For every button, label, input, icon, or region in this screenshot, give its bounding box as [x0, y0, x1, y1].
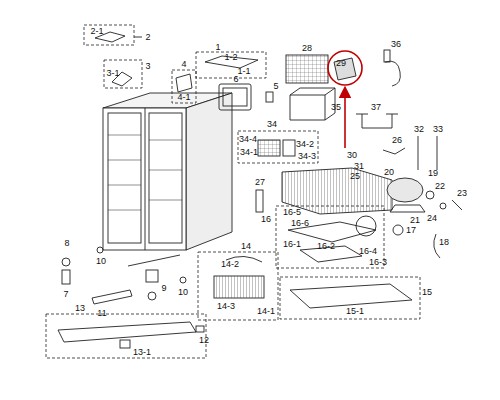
- callout-number: 14-2: [220, 259, 240, 269]
- callout-number: 27: [254, 177, 266, 187]
- callout-number: 23: [456, 188, 468, 198]
- callout-number: 10: [177, 287, 189, 297]
- callout-number: 34-1: [239, 147, 259, 157]
- callout-number: 4: [180, 59, 187, 69]
- callout-number: 10: [95, 256, 107, 266]
- callout-number: 28: [301, 43, 313, 53]
- callout-number: 14-3: [216, 301, 236, 311]
- callout-number: 34-2: [295, 139, 315, 149]
- callout-number: 16-5: [282, 207, 302, 217]
- callout-number: 2-1: [89, 26, 104, 36]
- callout-number: 34: [266, 119, 278, 129]
- cabinet: [46, 25, 462, 358]
- callout-number: 16-4: [358, 246, 378, 256]
- callout-number: 1-1: [236, 66, 251, 76]
- highlight-circle: [328, 51, 362, 85]
- callout-number: 15: [421, 287, 433, 297]
- callout-number: 12: [198, 335, 210, 345]
- callout-number: 25: [349, 171, 361, 181]
- callout-number: 14: [240, 241, 252, 251]
- callout-number: 34-4: [238, 134, 258, 144]
- callout-number: 1-2: [223, 52, 238, 62]
- callout-number: 36: [390, 39, 402, 49]
- callout-number: 3-1: [105, 68, 120, 78]
- callout-number: 4-1: [176, 92, 191, 102]
- callout-number: 24: [426, 213, 438, 223]
- callout-number: 35: [330, 102, 342, 112]
- callout-number: 29: [335, 58, 347, 68]
- highlight-arrow: [344, 92, 346, 148]
- callout-number: 18: [438, 237, 450, 247]
- callout-number: 13-1: [132, 347, 152, 357]
- callout-number: 7: [62, 289, 69, 299]
- callout-number: 21: [409, 215, 421, 225]
- callout-number: 16-2: [316, 241, 336, 251]
- callout-number: 13: [74, 303, 86, 313]
- callout-number: 2: [144, 32, 151, 42]
- callout-number: 16-1: [282, 239, 302, 249]
- callout-number: 16-6: [290, 218, 310, 228]
- callout-number: 1: [214, 42, 221, 52]
- callout-number: 9: [160, 283, 167, 293]
- callout-number: 32: [413, 124, 425, 134]
- callout-number: 31: [353, 161, 365, 171]
- callout-number: 14-1: [256, 306, 276, 316]
- callout-number: 8: [63, 238, 70, 248]
- callout-number: 15-1: [345, 306, 365, 316]
- callout-number: 20: [383, 167, 395, 177]
- callout-number: 16: [260, 214, 272, 224]
- callout-number: 34-3: [297, 151, 317, 161]
- callout-number: 37: [370, 102, 382, 112]
- callout-number: 3: [144, 61, 151, 71]
- callout-number: 5: [272, 81, 279, 91]
- callout-number: 6: [232, 74, 239, 84]
- callout-number: 11: [96, 308, 107, 318]
- callout-number: 33: [432, 124, 444, 134]
- callout-number: 22: [434, 181, 446, 191]
- callout-number: 26: [391, 135, 403, 145]
- callout-number: 16-3: [368, 257, 388, 267]
- callout-number: 17: [405, 225, 417, 235]
- callout-number: 30: [346, 150, 358, 160]
- callout-number: 19: [427, 168, 439, 178]
